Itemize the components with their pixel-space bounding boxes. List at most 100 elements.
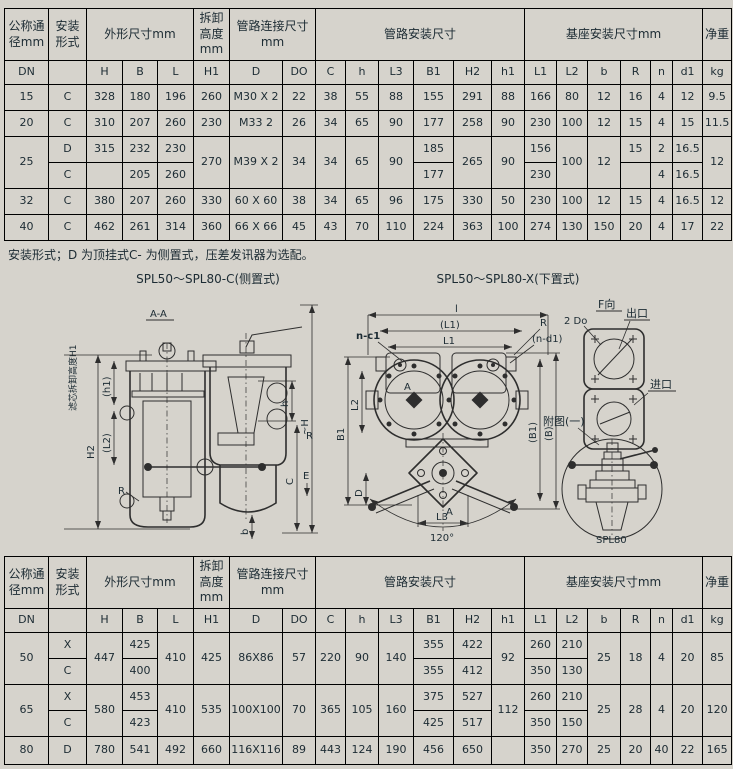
cell: 330	[453, 188, 493, 215]
col-header: h	[345, 60, 380, 85]
col-header: B	[122, 608, 158, 633]
header-base-mount: 基座安装尺寸mm	[524, 8, 704, 61]
outlet-label: 出口	[626, 306, 648, 320]
cell: 22	[281, 84, 317, 111]
cell: 100	[556, 136, 589, 189]
col-header: B1	[413, 608, 455, 633]
col-header: L	[157, 60, 194, 85]
cell: 105	[345, 684, 380, 737]
cell: 330	[193, 188, 230, 215]
cell: D	[48, 736, 87, 765]
dim-b1-left: B1	[336, 428, 347, 441]
cell: 20	[672, 632, 704, 685]
cell: 16	[620, 84, 652, 111]
cell: 180	[122, 84, 158, 111]
col-header: C	[315, 60, 347, 85]
cell: 350	[524, 736, 558, 765]
cell: 4	[650, 188, 674, 215]
header-weight: 净重	[702, 8, 733, 61]
cell: 20	[620, 214, 652, 241]
cell: 780	[86, 736, 123, 765]
cell: 112	[491, 684, 526, 737]
cell	[86, 162, 123, 189]
dim-l3: L3	[436, 512, 448, 523]
cell: 25	[587, 684, 622, 737]
cell: 65	[4, 684, 49, 737]
col-header: n	[650, 60, 674, 85]
cell: M39 X 2	[229, 136, 283, 189]
col-header: C	[315, 608, 347, 633]
cell: 328	[86, 84, 123, 111]
cell: 260	[157, 162, 194, 189]
cell: 150	[587, 214, 622, 241]
cell: 55	[345, 84, 380, 111]
cell: 462	[86, 214, 123, 241]
cell: 66 X 66	[229, 214, 283, 241]
cell: 220	[315, 632, 347, 685]
col-header: h1	[491, 60, 526, 85]
cell: 25	[587, 632, 622, 685]
col-header: B	[122, 60, 158, 85]
dim-l2: L2	[350, 399, 361, 411]
dim-h1-paren: (h1)	[102, 376, 113, 397]
col-header: H2	[453, 60, 493, 85]
cell: 65	[345, 136, 380, 189]
col-header: L2	[556, 608, 589, 633]
technical-drawing: A-A 滤芯拆卸高度H1 H2 (h1) (L2) R	[64, 297, 676, 545]
cell: 274	[524, 214, 558, 241]
top-view: l (L1) L1 n-c1 R (n-d1)	[336, 304, 563, 544]
cell: 410	[157, 632, 194, 685]
cell: 423	[122, 710, 158, 737]
cell: 160	[378, 684, 415, 737]
cell: 4	[650, 110, 674, 137]
bolt-pattern	[377, 363, 517, 437]
cell: 100	[556, 110, 589, 137]
caption-bottom-mount: SPL50～SPL80-X(下置式)	[436, 272, 580, 286]
cell: 88	[378, 84, 415, 111]
label-2do: 2 Do	[564, 316, 587, 327]
col-header: H2	[453, 608, 493, 633]
cell: C	[48, 110, 87, 137]
cell: 15	[620, 188, 652, 215]
cell: M30 X 2	[229, 84, 283, 111]
cell: 650	[453, 736, 493, 765]
cell: 260	[524, 684, 558, 711]
cell: 130	[556, 214, 589, 241]
cell: 535	[193, 684, 230, 737]
col-header: L1	[524, 608, 558, 633]
view-e-label: E	[303, 471, 309, 482]
cell	[620, 162, 652, 189]
cell: 4	[650, 684, 674, 737]
empty-cell	[48, 608, 87, 633]
flange-cross-marks	[591, 335, 637, 443]
header-base-mount: 基座安装尺寸mm	[524, 556, 704, 609]
header-pipe-mount: 管路安装尺寸	[315, 556, 526, 609]
cell: 38	[315, 84, 347, 111]
cell: 34	[315, 110, 347, 137]
cell: 65	[345, 188, 380, 215]
cell: 12	[702, 136, 733, 189]
mount-type-note: 安装形式；D 为顶挂式C- 为侧置式，压差发讯器为选配。	[8, 248, 314, 262]
cell: 50	[4, 632, 49, 685]
cell: 165	[702, 736, 733, 765]
cell: 22	[672, 736, 704, 765]
cell: 363	[453, 214, 493, 241]
cell: 425	[193, 632, 230, 685]
cell: 25	[4, 136, 49, 189]
cell: 92	[491, 632, 526, 685]
cell: 80	[556, 84, 589, 111]
cell: 60 X 60	[229, 188, 283, 215]
header-outline: 外形尺寸mm	[86, 8, 194, 61]
cell: 15	[672, 110, 704, 137]
cell: 43	[315, 214, 347, 241]
cell: 12	[587, 110, 622, 137]
cell: 517	[453, 710, 493, 737]
cell: 230	[524, 188, 558, 215]
cell: 270	[556, 736, 589, 765]
view-f-label: F向	[598, 297, 615, 311]
col-header: L3	[378, 60, 415, 85]
